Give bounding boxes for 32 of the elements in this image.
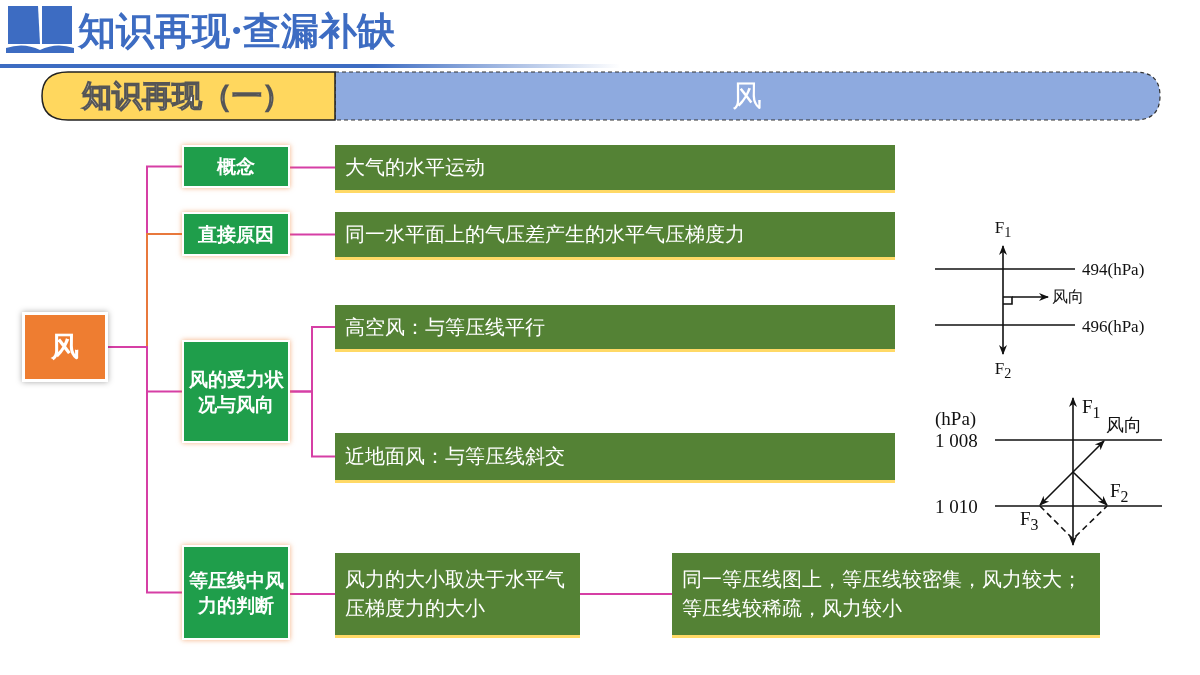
content-box: 大气的水平运动: [335, 145, 895, 190]
topic-box: 风: [22, 312, 108, 382]
content-box: 近地面风：与等压线斜交: [335, 433, 895, 480]
content-box: 高空风：与等压线平行: [335, 305, 895, 349]
isobar-value: 494(hPa): [1082, 260, 1145, 278]
content-box: 风力的大小取决于水平气压梯度力的大小: [335, 553, 580, 635]
connector-line: [289, 593, 336, 595]
isobar-value: 1 010: [935, 496, 978, 516]
tab-heading: 知识再现（一）: [82, 81, 292, 111]
category-box: 概念: [182, 145, 290, 188]
connector-line: [107, 346, 183, 594]
force-label: F$_{2}$: [1110, 481, 1129, 505]
connector-line: [289, 233, 336, 236]
connector-line: [579, 593, 673, 595]
force-label: F$_{2}$: [994, 359, 1012, 381]
wind-direction-label: 风向: [1106, 416, 1142, 434]
force-label: F$_{1}$: [994, 218, 1012, 240]
wind-direction-label: 风向: [1052, 289, 1084, 305]
category-box: 风的受力状况与风向: [182, 340, 290, 443]
force-label: F$_{1}$: [1082, 397, 1101, 421]
connector-line: [289, 390, 336, 458]
content-box: 同一水平面上的气压差产生的水平气压梯度力: [335, 212, 895, 257]
band-heading: 风: [732, 81, 762, 111]
category-box: 直接原因: [182, 212, 290, 256]
force-label: F$_{3}$: [1020, 509, 1039, 533]
category-box: 等压线中风力的判断: [182, 545, 290, 640]
connector-line: [289, 166, 336, 169]
isobar-value: 1 008: [935, 430, 978, 450]
page-title: 知识再现·查漏补缺: [78, 7, 396, 55]
isobar-value: 496(hPa): [1082, 317, 1145, 335]
unit-label: (hPa): [935, 408, 977, 428]
content-box: 同一等压线图上，等压线较密集，风力较大；等压线较稀疏，风力较小: [672, 553, 1100, 635]
